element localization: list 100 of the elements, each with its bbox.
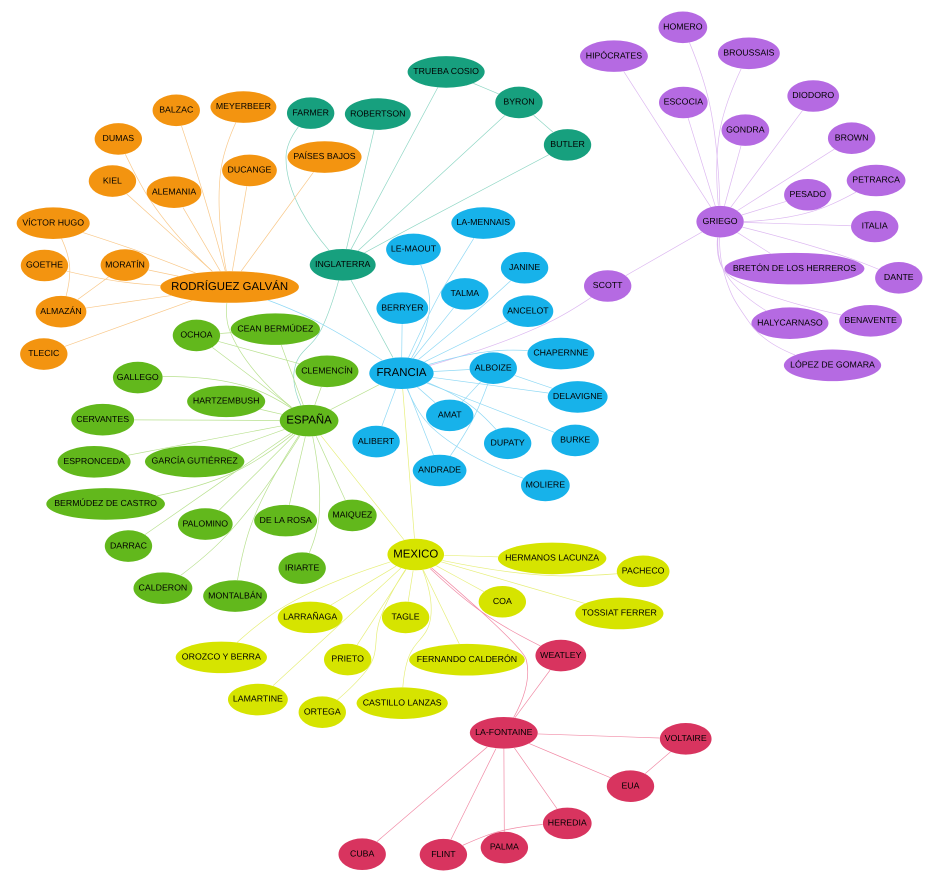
connector — [625, 232, 702, 276]
connector — [450, 383, 488, 456]
connector — [422, 570, 460, 644]
connector — [426, 382, 555, 433]
node-ellipse: CASTILLO LANZAS — [356, 687, 448, 719]
node-ellipse: HIPÓCRATES — [580, 40, 648, 72]
connector — [227, 429, 285, 450]
node-ellipse: DANTE — [875, 262, 922, 294]
node-ellipse: GOETHE — [20, 250, 68, 282]
node-ellipse: DELAVIGNE — [548, 381, 608, 413]
node-ellipse: BURKE — [552, 424, 599, 456]
node-ellipse: OCHOA — [172, 320, 220, 352]
connector — [86, 295, 172, 308]
connector — [429, 297, 592, 366]
connector — [462, 382, 481, 402]
connector — [428, 350, 528, 365]
node-ellipse: ANDRADE — [412, 454, 466, 486]
connector — [407, 388, 434, 456]
node-ellipse: ROBERTSON — [344, 98, 411, 130]
connector — [77, 276, 109, 300]
node-ellipse: LE-MAOUT — [386, 234, 441, 266]
connector — [66, 270, 161, 286]
node-ellipse: CEAN BERMÚDEZ — [230, 313, 320, 345]
node-ellipse: CHAPERNNE — [527, 338, 594, 370]
connector — [156, 434, 294, 496]
connector — [124, 154, 213, 272]
node-ellipse: KIEL — [88, 165, 136, 197]
connector — [218, 122, 236, 272]
connector — [280, 344, 304, 406]
node-ellipse: VÍCTOR HUGO — [16, 207, 90, 239]
connector — [162, 376, 292, 408]
node-ellipse: CERVANTES — [71, 404, 134, 436]
node-ellipse: FLINT — [420, 838, 468, 870]
node-ellipse: MOLIERE — [521, 470, 570, 502]
connector — [744, 222, 852, 226]
node-ellipse: FERNANDO CALDERÓN — [409, 644, 525, 676]
node-ellipse: GARCÍA GUTIÉRREZ — [144, 446, 244, 478]
connector — [462, 824, 543, 846]
connector — [689, 42, 720, 206]
node-ellipse: TLECIC — [20, 338, 68, 370]
node-ellipse: BRETÓN DE LOS HERREROS — [724, 252, 864, 284]
connector — [64, 300, 193, 347]
node-ellipse: PALOMINO — [178, 508, 233, 540]
node-ellipse: AMAT — [426, 400, 474, 432]
connector — [272, 568, 402, 686]
node-ellipse: BROUSSAIS — [718, 38, 780, 70]
node-ellipse: ALEMANIA — [146, 176, 202, 208]
node-ellipse: DE LA ROSA — [254, 504, 318, 536]
connector — [240, 172, 314, 272]
connector — [440, 562, 586, 604]
connector — [330, 384, 380, 410]
connector — [293, 280, 340, 406]
connector — [220, 332, 232, 334]
connector — [716, 68, 742, 206]
connector — [436, 565, 484, 592]
node-ellipse: LARRAÑAGA — [278, 602, 343, 634]
connector — [533, 114, 554, 132]
node-ellipse: ITALIA — [851, 210, 898, 242]
node-ellipse: MONTALBÁN — [203, 580, 268, 612]
node-ellipse: VOLTAIRE — [660, 723, 712, 755]
connector — [736, 148, 835, 212]
node-ellipse: MAIQUEZ — [328, 500, 377, 532]
connector — [717, 237, 766, 312]
node-ellipse: HALYCARNASO — [751, 307, 828, 339]
node-ellipse: PESADO — [784, 178, 832, 211]
node-ellipse: IRIARTE — [278, 552, 326, 584]
node-ellipse: DIODORO — [787, 80, 840, 112]
connector — [413, 308, 454, 359]
node-ellipse: ALMAZÁN — [36, 296, 86, 328]
connector — [260, 408, 282, 415]
node-ellipse: EUA — [606, 770, 654, 802]
node-ellipse: ESPRONCEDA — [58, 446, 131, 478]
connector — [182, 207, 221, 272]
connector — [730, 110, 803, 208]
node-ellipse: HOMERO — [658, 12, 708, 44]
node-ellipse: BUTLER — [544, 129, 592, 161]
connector — [724, 146, 742, 206]
node-ellipse: LA-MENNAIS — [451, 207, 516, 239]
node-ellipse: HARTZEMBUSH — [187, 386, 266, 418]
connector — [431, 567, 528, 718]
node-ellipse: TOSSIAT FERRER — [575, 598, 664, 630]
node-ellipse: BYRON — [495, 86, 543, 118]
node-ellipse: GONDRA — [722, 114, 770, 146]
node-ellipse: PAÍSES BAJOS — [288, 141, 362, 173]
node-ellipse: TRUEBA COSIO — [408, 56, 485, 88]
connector — [376, 746, 488, 842]
connector — [744, 192, 856, 222]
node-ellipse: RODRÍGUEZ GALVÁN — [160, 271, 299, 303]
node-ellipse: BROWN — [828, 122, 876, 154]
connector — [232, 186, 248, 272]
connector — [350, 280, 394, 358]
node-ellipse: LA-FONTAINE — [470, 717, 538, 749]
connector — [427, 382, 496, 430]
connector — [218, 434, 296, 510]
connector — [406, 388, 524, 479]
connector — [350, 87, 438, 250]
node-ellipse: SCOTT — [584, 270, 632, 302]
connector — [82, 232, 196, 274]
node-ellipse: FRANCIA — [369, 357, 434, 390]
connector — [134, 419, 280, 421]
